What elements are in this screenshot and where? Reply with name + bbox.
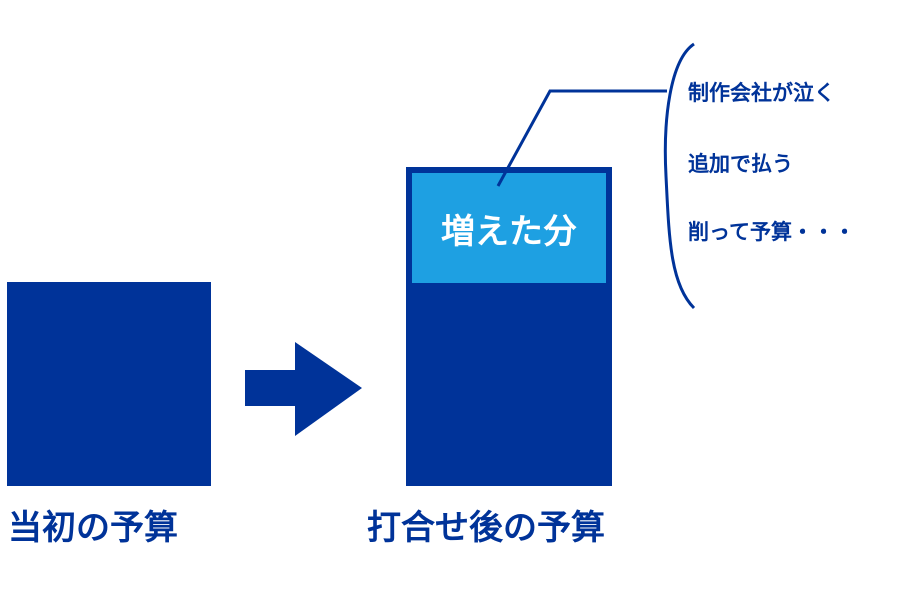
brace-icon xyxy=(663,42,696,310)
initial-budget-block xyxy=(7,282,211,486)
revised-budget-label: 打合せ後の予算 xyxy=(367,508,605,548)
option-item-2: 追加で払う xyxy=(688,152,793,176)
callout-leader-line xyxy=(496,89,667,187)
initial-budget-label: 当初の予算 xyxy=(8,508,178,548)
arrow-shape xyxy=(245,342,362,436)
increase-box: 増えた分 xyxy=(412,173,606,283)
option-item-3: 削って予算・・・ xyxy=(688,220,855,244)
option-item-1: 制作会社が泣く xyxy=(688,81,835,105)
increase-label: 増えた分 xyxy=(441,211,577,252)
